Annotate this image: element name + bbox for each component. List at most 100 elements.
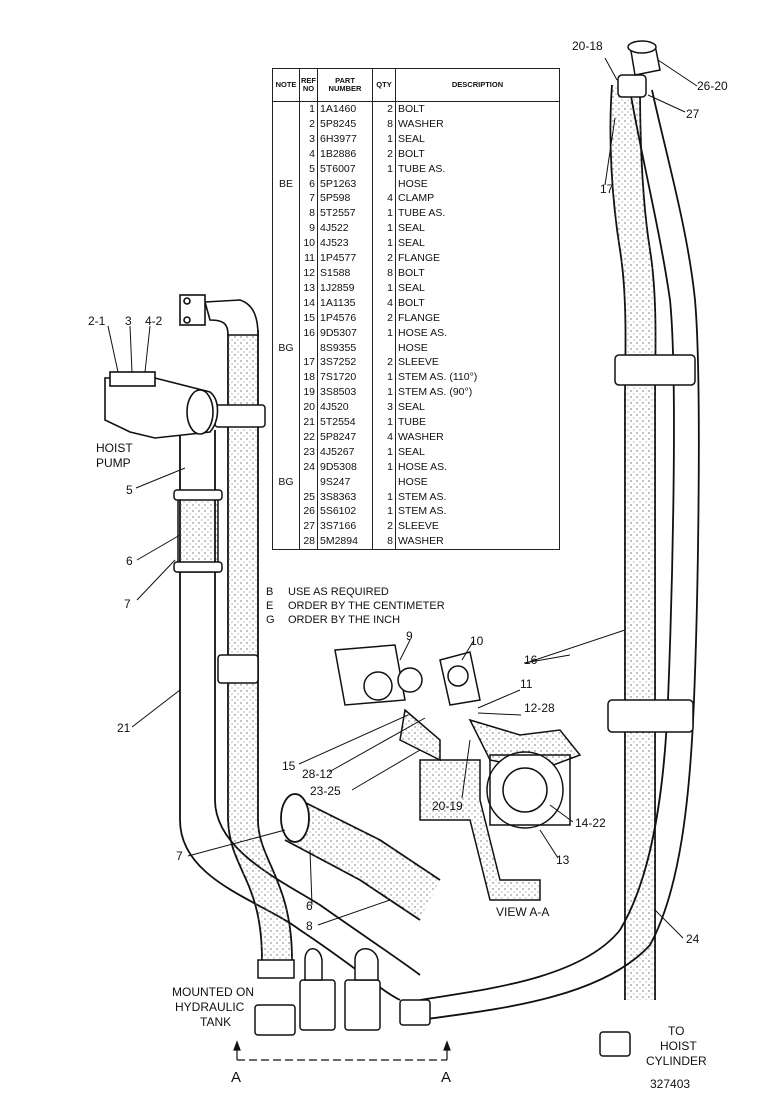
cell-ref: 12 — [299, 265, 318, 281]
cell-part: 6H3977 — [317, 131, 373, 147]
top-right-fitting — [617, 40, 661, 98]
cell-desc: SEAL — [398, 237, 425, 250]
cell-qty: 1 — [372, 385, 396, 401]
cell-qty: 1 — [372, 444, 396, 460]
callout-6b: 6 — [306, 899, 313, 913]
cell-note — [272, 295, 300, 311]
cell-note — [272, 265, 300, 281]
cell-ref: 15 — [299, 310, 318, 326]
cell-note: BG — [272, 474, 300, 490]
cell-qty: 2 — [372, 146, 396, 162]
cell-ref — [299, 340, 318, 356]
cell-desc: WASHER — [398, 117, 444, 130]
cell-part: 5M2894 — [317, 534, 373, 550]
cell-desc: FLANGE — [398, 311, 441, 324]
cell-note — [272, 310, 300, 326]
cell-note: BG — [272, 340, 300, 356]
cell-note — [272, 400, 300, 416]
cell-desc: STEM AS. — [398, 490, 447, 503]
callout-4-2: 4-2 — [145, 314, 163, 328]
cell-note — [272, 444, 300, 460]
cell-ref: 22 — [299, 429, 318, 445]
cell-part: 3S7166 — [317, 519, 373, 535]
cell-note — [272, 519, 300, 535]
cell-ref: 1 — [299, 101, 318, 117]
cell-part: 4J523 — [317, 236, 373, 252]
cell-note — [272, 355, 300, 371]
cell-ref: 9 — [299, 221, 318, 237]
cell-note — [272, 280, 300, 296]
cell-note — [272, 146, 300, 162]
callout-6: 6 — [126, 554, 133, 568]
hose-assembly-16 — [609, 84, 657, 1000]
cell-part: 8S9355 — [317, 340, 373, 356]
callout-20-19: 20-19 — [432, 799, 463, 813]
cell-qty: 1 — [372, 280, 396, 296]
cell-part: 9D5308 — [317, 459, 373, 475]
cell-qty — [372, 340, 396, 356]
cell-ref: 23 — [299, 444, 318, 460]
cell-note — [272, 459, 300, 475]
cell-desc: CLAMP — [398, 192, 435, 205]
callout-20-18: 20-18 — [572, 39, 603, 53]
legend-text: USE AS REQUIRED — [288, 586, 389, 598]
hoist-pump — [104, 371, 219, 439]
cell-ref: 4 — [299, 146, 318, 162]
cell-part: 7S1720 — [317, 370, 373, 386]
cell-part: 1B2886 — [317, 146, 373, 162]
cell-note — [272, 161, 300, 177]
view-a-a-detail — [334, 644, 582, 901]
cell-qty: 4 — [372, 295, 396, 311]
callout-28-12: 28-12 — [302, 767, 333, 781]
cell-part: 5P1263 — [317, 176, 373, 192]
cell-ref: 25 — [299, 489, 318, 505]
to-cylinder-label-1: TO — [668, 1024, 684, 1038]
section-a-right: A — [441, 1069, 451, 1086]
legend-text: ORDER BY THE CENTIMETER — [288, 600, 445, 612]
header-part: PART NUMBER — [317, 68, 373, 102]
cell-part: 5T2554 — [317, 415, 373, 430]
cell-note — [272, 534, 300, 550]
hoist-pump-label-2: PUMP — [96, 456, 131, 470]
cell-note — [272, 415, 300, 430]
cell-desc: TUBE AS. — [398, 207, 446, 220]
cell-ref: 19 — [299, 385, 318, 401]
cell-qty: 2 — [372, 519, 396, 535]
cell-desc: STEM AS. — [398, 505, 447, 518]
hose-assembly-24 — [419, 89, 700, 1021]
cell-note — [272, 429, 300, 445]
cell-note — [272, 385, 300, 401]
cell-ref: 26 — [299, 504, 318, 520]
cell-desc: HOSE — [398, 341, 428, 354]
cell-desc: BOLT — [398, 296, 425, 309]
cell-note — [272, 101, 300, 117]
cell-note — [272, 251, 300, 266]
cell-desc: HOSE AS. — [398, 460, 448, 473]
cell-desc: HOSE — [398, 177, 428, 190]
cell-part: 1A1135 — [317, 295, 373, 311]
callout-16: 16 — [524, 653, 538, 667]
cell-ref: 28 — [299, 534, 318, 550]
cell-qty: 1 — [372, 415, 396, 430]
cell-qty: 1 — [372, 370, 396, 386]
callout-11: 11 — [520, 677, 533, 691]
leader-lines — [107, 57, 698, 939]
cell-part: 1P4576 — [317, 310, 373, 326]
cell-ref: 5 — [299, 161, 318, 177]
callout-7: 7 — [124, 597, 131, 611]
